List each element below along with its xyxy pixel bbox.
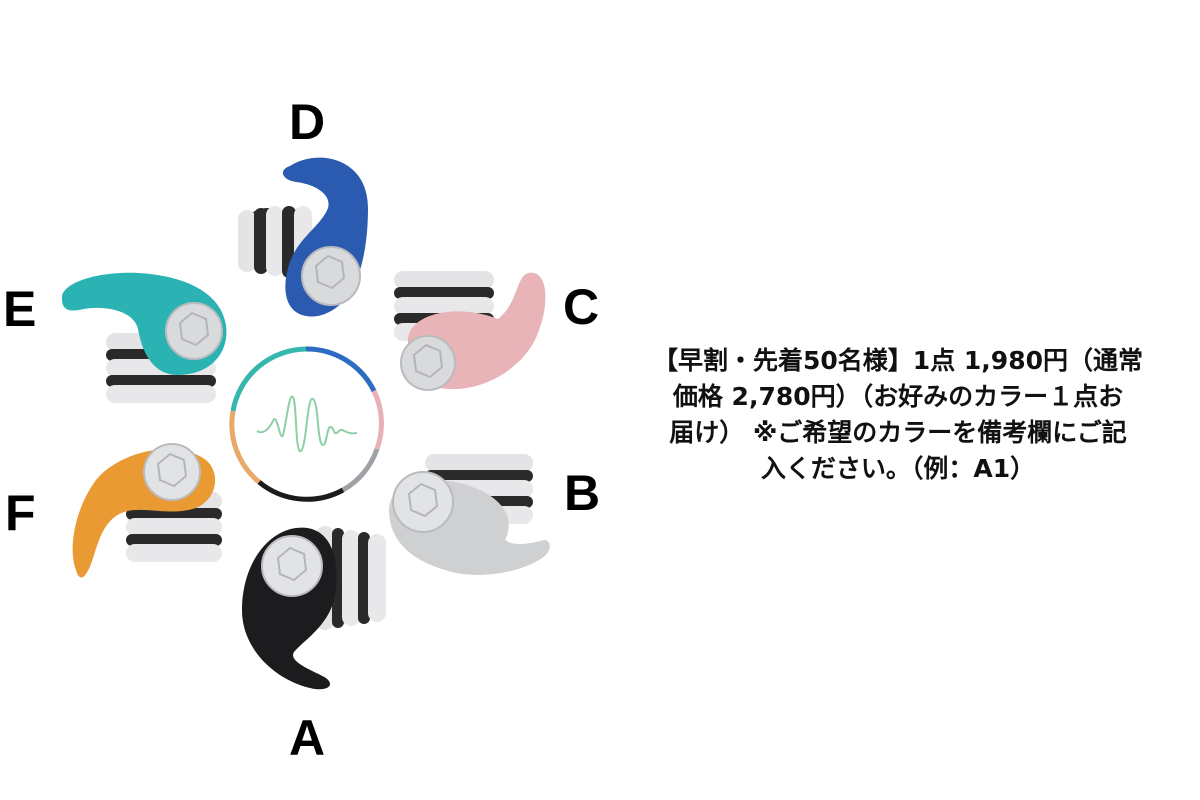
label-d: D: [289, 94, 326, 150]
earplug-d-blue: [238, 157, 368, 317]
earplug-c-pink: [394, 271, 546, 391]
sound-wave-icon: [256, 395, 358, 453]
label-a: A: [289, 710, 326, 766]
sound-wave-emblem: [229, 346, 384, 502]
promo-line-2: 価格 2,780円）（お好みのカラー１点お: [672, 382, 1124, 411]
promo-line-3: 届け） ※ご希望のカラーを備考欄にご記: [669, 418, 1127, 447]
earplug-e-teal: [61, 272, 227, 403]
label-f: F: [5, 485, 36, 541]
promo-line-4: 入ください。（例：A1）: [760, 454, 1036, 483]
promo-line-1: 【早割・先着50名様】1点 1,980円（通常: [653, 346, 1143, 375]
earplug-b-gray: [389, 454, 550, 575]
label-c: C: [563, 279, 600, 335]
label-e: E: [3, 281, 37, 337]
label-b: B: [564, 465, 601, 521]
earplug-a-black: [242, 526, 386, 690]
promo-text: 【早割・先着50名様】1点 1,980円（通常 価格 2,780円）（お好みのカ…: [608, 343, 1188, 487]
earplug-f-orange: [72, 443, 222, 578]
